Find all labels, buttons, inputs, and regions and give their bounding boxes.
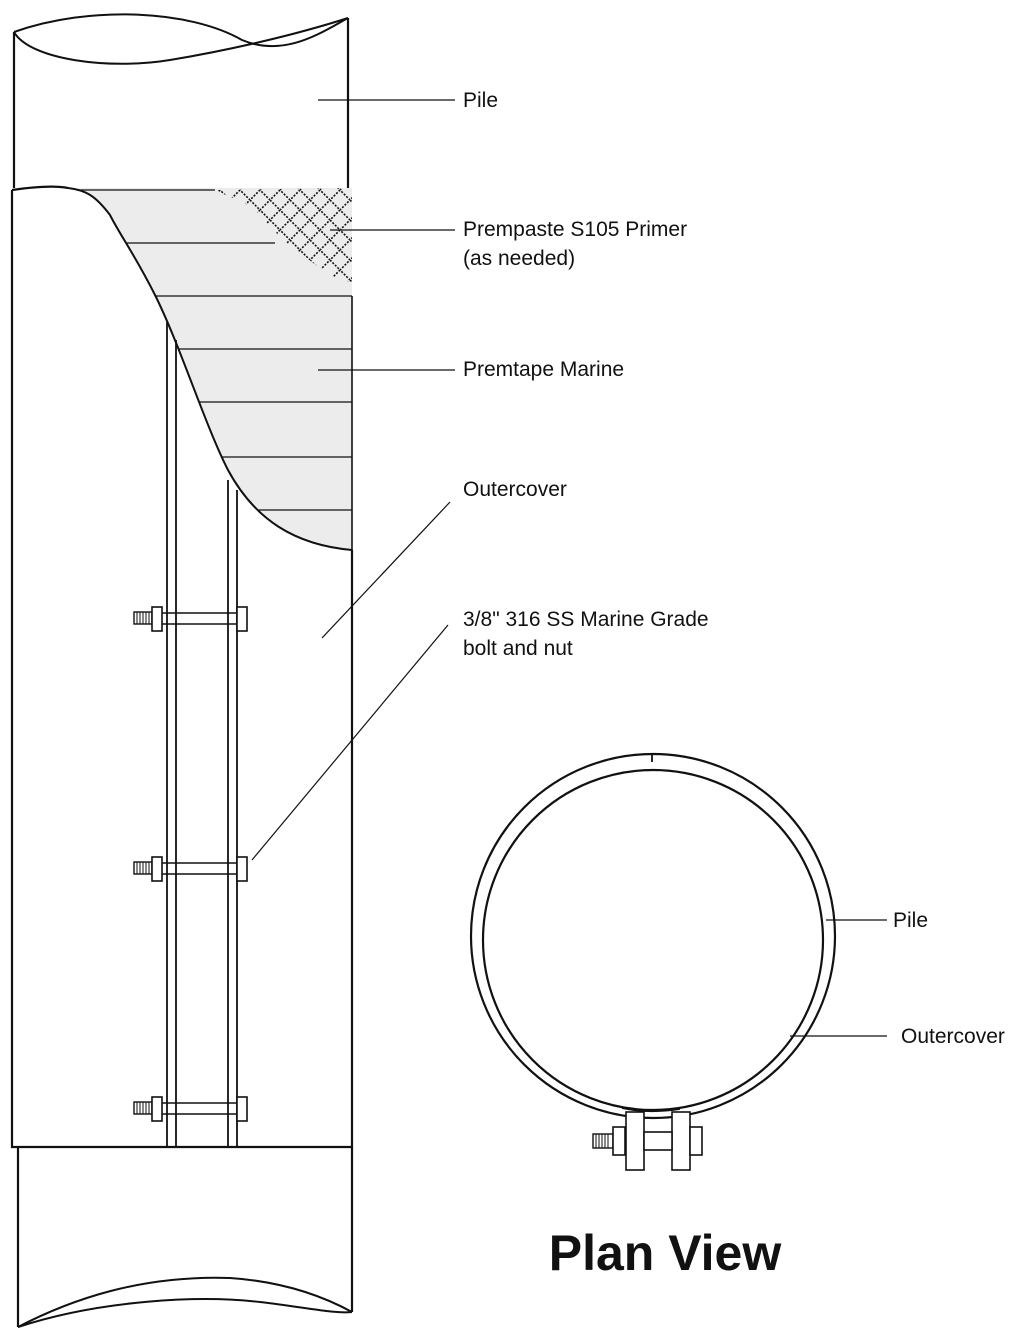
- label-outercover: Outercover: [463, 478, 567, 501]
- plan-view-title: Plan View: [549, 1225, 782, 1281]
- plan-pile-circle: [481, 768, 825, 1112]
- plan-bolt: [592, 1111, 703, 1171]
- plan-view-section: [469, 752, 887, 1171]
- prempaste-primer-mesh: [215, 188, 352, 282]
- label-pile: Pile: [463, 89, 498, 112]
- bolt-assembly-1: [133, 606, 248, 632]
- leader-lines: [251, 99, 455, 861]
- label-premtape: Premtape Marine: [463, 358, 624, 381]
- bolt-assembly-3: [133, 1096, 248, 1122]
- plan-outercover-ring: [469, 752, 837, 1120]
- label-plan-pile: Pile: [893, 909, 928, 932]
- bolt-assembly-2: [133, 856, 248, 882]
- label-bolt-note: bolt and nut: [463, 637, 573, 660]
- outercover-elevation: [10, 185, 354, 1149]
- label-bolt: 3/8" 316 SS Marine Grade: [463, 608, 709, 631]
- label-primer: Prempaste S105 Primer: [463, 218, 687, 241]
- label-plan-outercover: Outercover: [901, 1025, 1005, 1048]
- label-primer-note: (as needed): [463, 247, 575, 270]
- closure-flange: [166, 322, 238, 1147]
- pile-top: [12, 13, 350, 188]
- pile-bottom: [16, 1147, 354, 1328]
